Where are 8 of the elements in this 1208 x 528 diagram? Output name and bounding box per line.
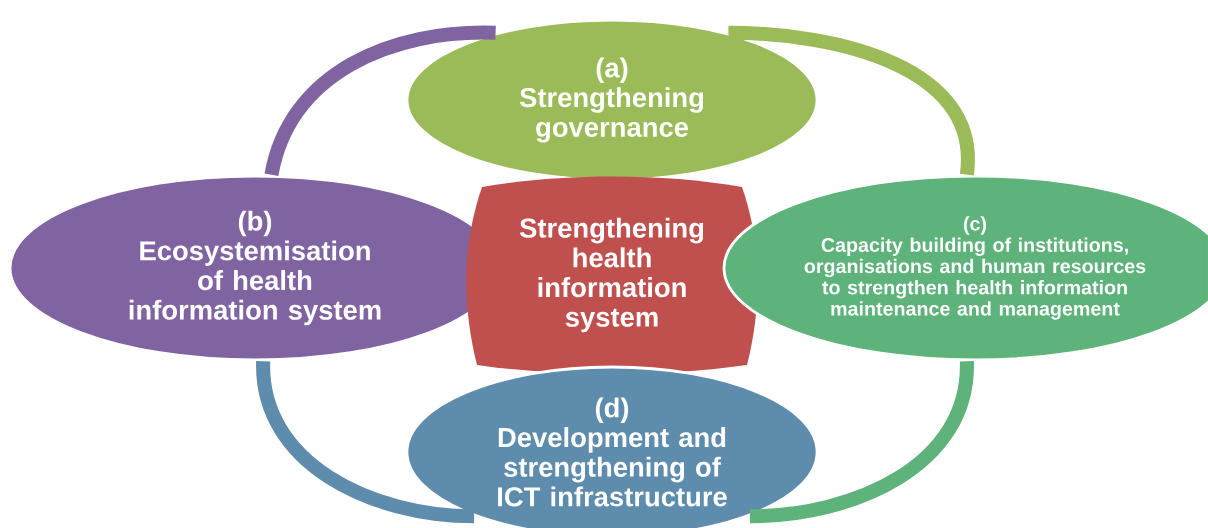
- ellipse-node: (b) Ecosystemisation of health information system: [8, 174, 502, 362]
- arc-connector: [264, 25, 496, 177]
- arc-connector: [256, 360, 475, 524]
- arc-connector: [749, 360, 974, 524]
- ellipse-node: (d) Development and strengthening of ICT infrastructure: [405, 365, 819, 528]
- ellipse-node: (a) Strengthening governance: [405, 18, 819, 182]
- ellipse-node: (c) Capacity building of institutions, organisations and human resources to strengthen health information maintenance and management: [722, 174, 1208, 362]
- arc-connector: [728, 25, 975, 175]
